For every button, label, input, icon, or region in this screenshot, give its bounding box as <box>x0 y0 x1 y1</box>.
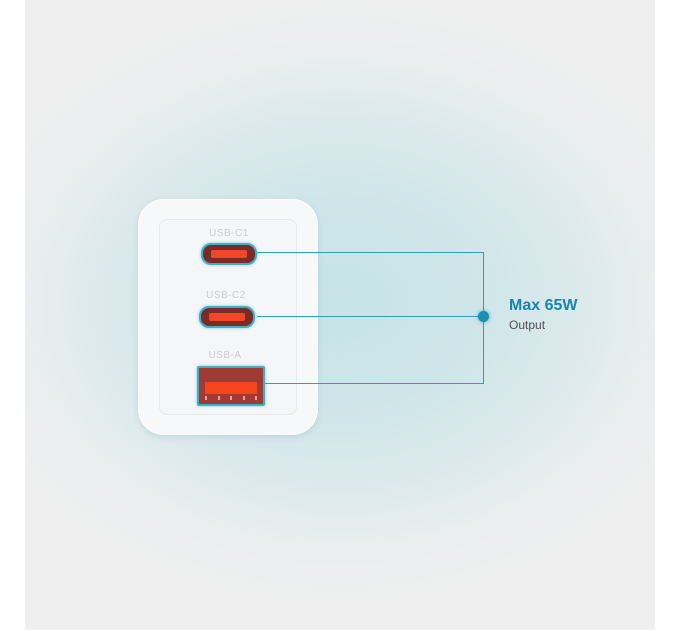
port-tongue <box>209 313 245 321</box>
port-label-usb-c1: USB-C1 <box>209 228 249 239</box>
port-label-usb-c2: USB-C2 <box>206 290 246 301</box>
callout-title: Max 65W <box>509 297 578 314</box>
port-pins <box>205 396 257 400</box>
usb-c2-port <box>199 306 255 328</box>
background-canvas <box>25 0 655 630</box>
port-label-usb-a: USB-A <box>208 350 242 361</box>
usb-c1-port <box>201 243 257 265</box>
connector-line-a <box>265 383 484 384</box>
port-tongue <box>205 382 257 394</box>
connector-line-c1 <box>257 252 484 253</box>
port-tongue <box>211 250 247 258</box>
connector-line-c2 <box>257 316 484 317</box>
usb-a-port <box>197 366 265 406</box>
callout-subtitle: Output <box>509 318 546 332</box>
junction-dot-icon <box>478 311 489 322</box>
